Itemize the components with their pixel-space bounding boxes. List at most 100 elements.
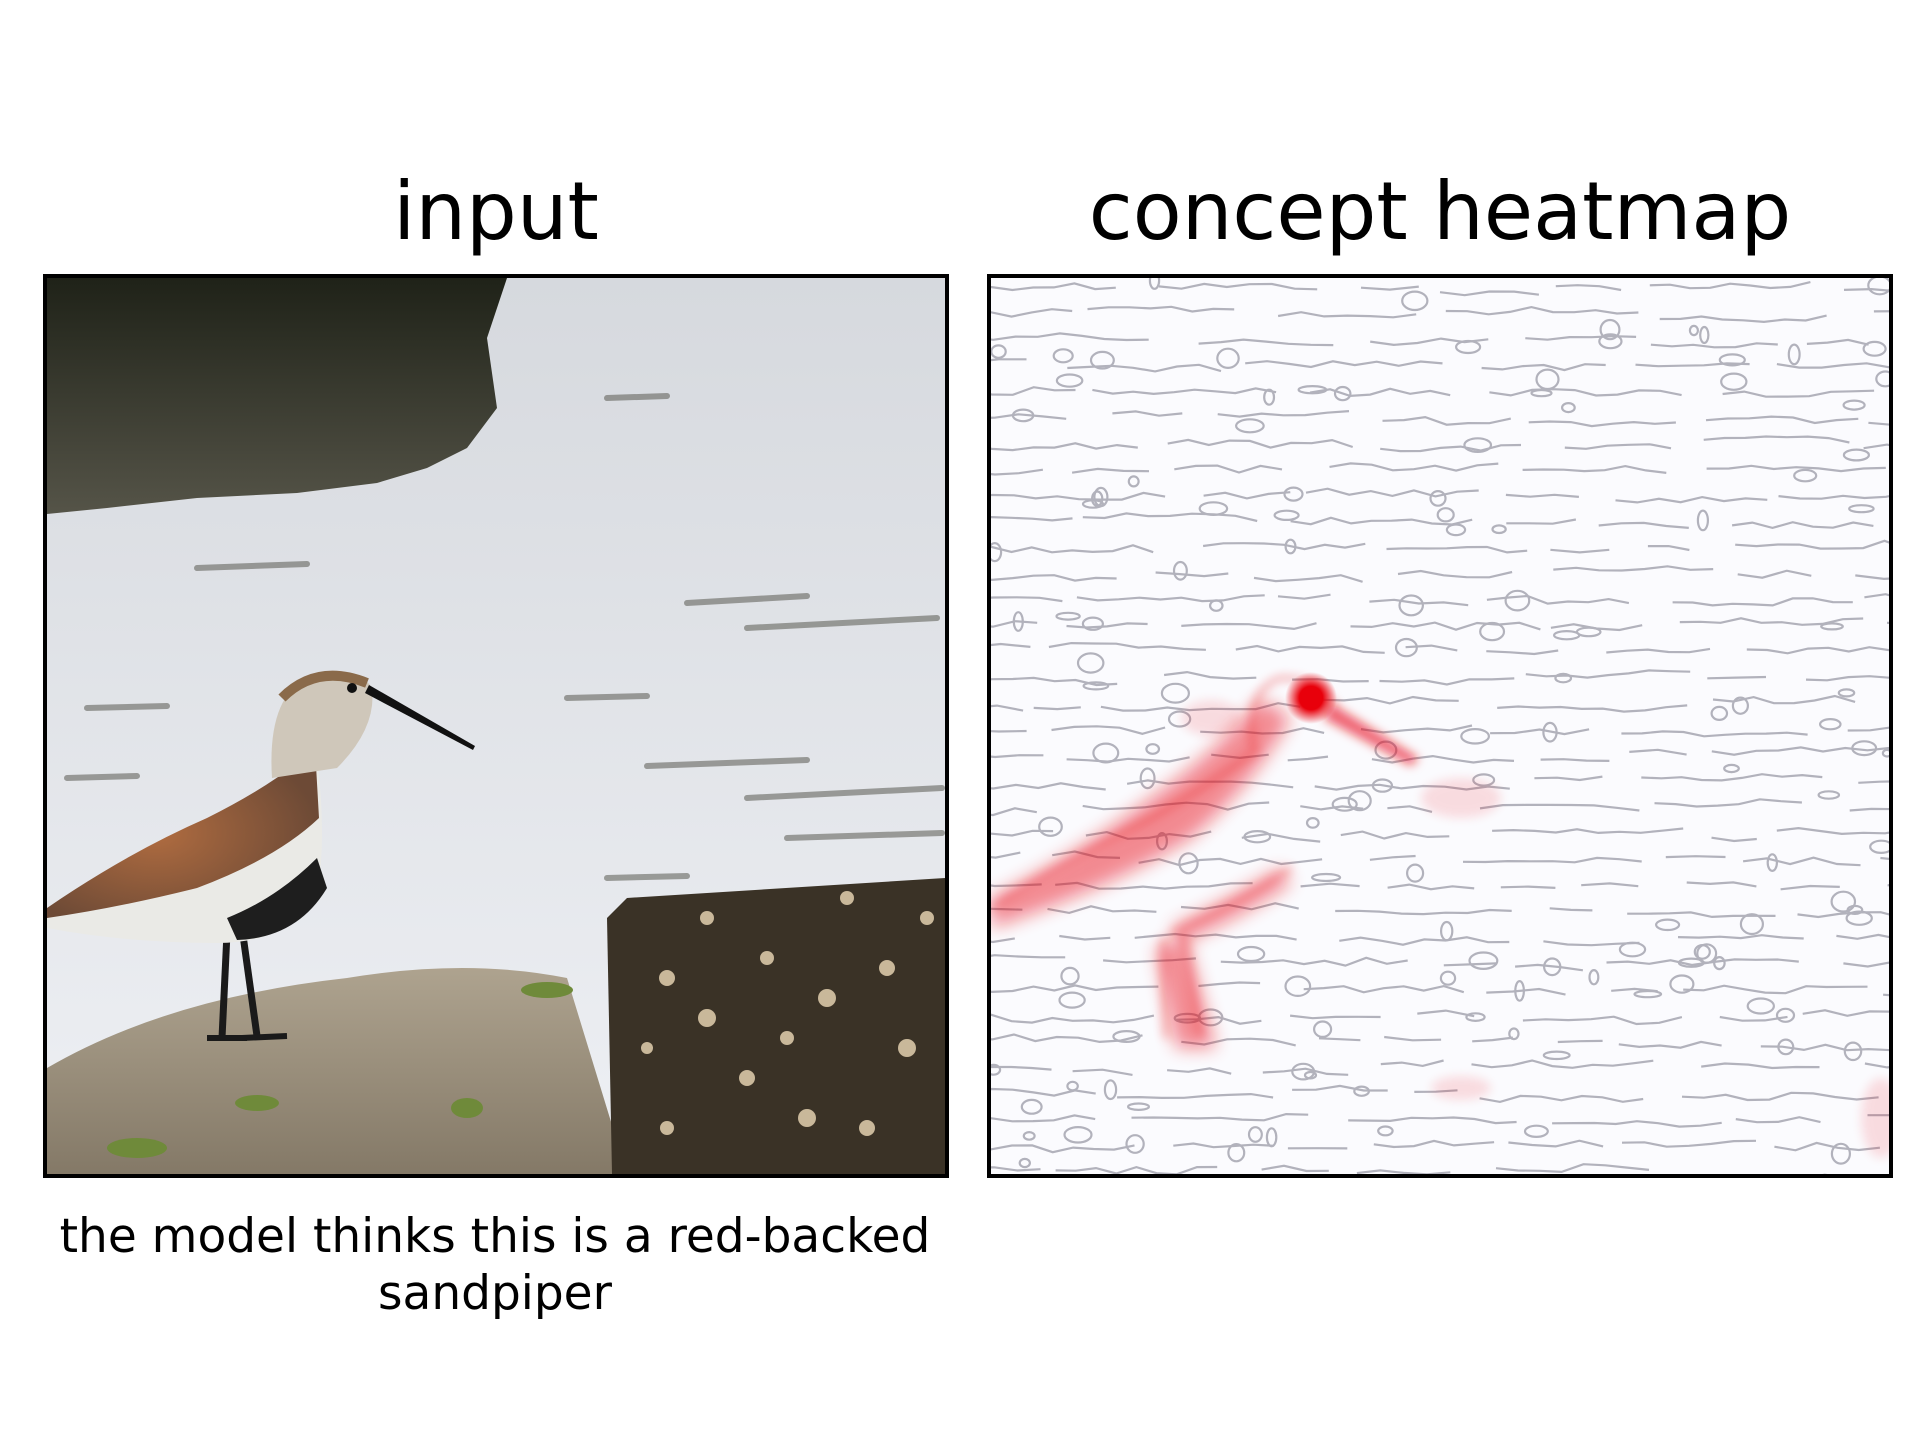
contour-line [1067,363,1222,373]
contour-line [1462,856,1642,864]
contour-line [1405,644,1458,652]
contour-line [1486,594,1630,605]
contour-blob [1284,538,1297,555]
contour-line [1550,548,1610,554]
contour-line [1262,1067,1349,1076]
contour-line [991,1033,1143,1044]
contour-line [1805,675,1889,682]
contour-line [1672,597,1853,607]
contour-line [1707,675,1767,680]
contour-line [1087,305,1235,313]
contour-line [1253,574,1363,583]
contour-line [1654,798,1802,808]
contour-blob [1817,790,1841,800]
contour-blob [1012,611,1024,632]
contour-blob [1055,373,1084,388]
contour-line [1836,933,1889,940]
contour-line [1564,443,1672,450]
contour-line [991,1013,1155,1024]
contour-blob [1063,1125,1093,1144]
contour-blob [1052,348,1074,364]
contour-line [1471,1059,1654,1069]
contour-line [1384,1035,1442,1042]
contour-line [1776,362,1889,369]
contour-blob [1561,402,1576,414]
contour-line [1621,1139,1757,1148]
contour-line [1722,389,1875,398]
contour-blob [1599,318,1621,341]
rock [47,968,627,1174]
contour-line [991,574,1117,582]
contour-line [1202,542,1366,551]
contour-line [1155,571,1229,578]
contour-blob [1618,941,1647,958]
contour-blob [991,542,1003,563]
contour-blob [1746,997,1776,1015]
contour-blob [1353,1085,1371,1097]
contour-line [1167,438,1354,449]
contour-line [1650,342,1778,349]
contour-blob [1713,955,1726,971]
contour-line [1300,882,1360,888]
contour-line [1641,773,1823,782]
contour-blob [1775,1007,1796,1023]
contour-line [1522,464,1667,474]
contour-line [991,491,1166,501]
contour-line [1059,934,1111,941]
contour-line [991,954,1066,959]
contour-line [991,642,1031,648]
contour-blob [1139,767,1156,790]
contour-line [991,468,1044,476]
contour-line [1047,905,1157,915]
contour-line [1606,647,1711,654]
contour-blob [1066,1080,1079,1092]
contour-line [1774,1141,1881,1152]
contour-line [991,754,1044,759]
contour-blob [1710,705,1729,721]
contour-line [1506,518,1577,525]
contour-line [1217,410,1350,418]
contour-blob [1172,560,1188,581]
contour-line [1843,287,1889,292]
contour-blob [1333,385,1352,402]
contour-line [1479,1094,1644,1104]
contour-line [1277,593,1331,600]
contour-blob [1867,278,1889,296]
contour-blob [1209,599,1224,612]
contour-blob [1739,913,1765,936]
contour-blob [1875,370,1889,388]
contour-blob [1081,616,1105,631]
contour-line [1066,756,1190,763]
contour-line [1198,981,1261,988]
contour-line [1439,290,1540,297]
contour-line [991,282,1116,292]
contour-line [991,596,1063,603]
contour-blob [1145,743,1161,755]
contour-line [1843,961,1889,968]
contour-line [991,358,1027,362]
contour-line [1033,706,1081,711]
contour-blob [1696,943,1718,964]
contour-blob [1542,1050,1571,1061]
contour-line [1305,487,1479,498]
contour-line [991,1065,1052,1071]
contour-line [1712,694,1856,705]
contour-blob [1055,611,1081,621]
contour-line [1360,724,1473,734]
contour-line [1495,1163,1650,1174]
contour-blob [1654,918,1681,932]
contour-blob [1554,672,1573,684]
contour-line [1339,936,1510,946]
contour-blob [1076,652,1105,674]
contour-blob [991,1063,1002,1076]
contour-blob [1093,486,1109,508]
contour-blob [1018,1157,1031,1169]
contour-blob [1588,969,1600,986]
contour-blob [1125,1134,1145,1154]
contour-blob [1777,1038,1795,1056]
contour-line [1117,1092,1274,1100]
contour-blob [1633,989,1663,999]
contour-line [1082,512,1258,523]
contour-line [1479,803,1640,812]
contour-blob [1460,727,1491,745]
